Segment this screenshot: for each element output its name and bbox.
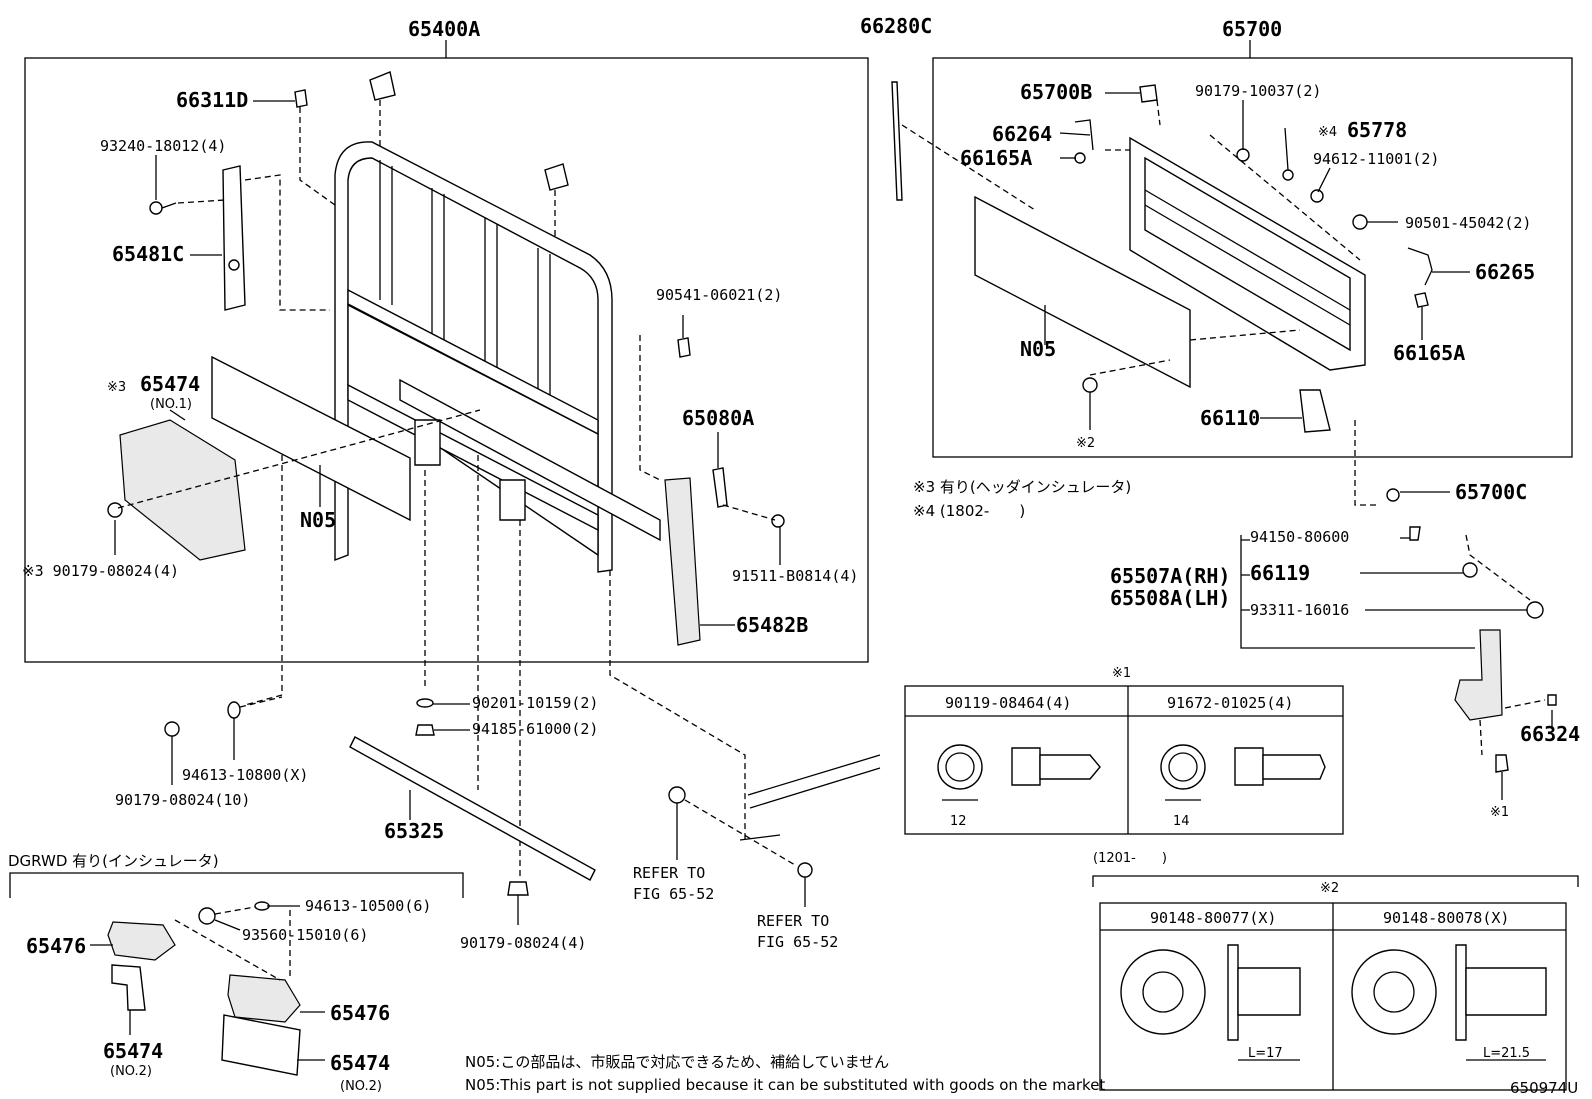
label-65778-mark: ※4 — [1318, 125, 1337, 140]
label-65474-no2-right-sub: (NO.2) — [340, 1079, 382, 1094]
label-note2-mark: ※2 — [1076, 436, 1095, 451]
label-94150-80600[interactable]: 94150-80600 — [1250, 528, 1349, 546]
label-65325[interactable]: 65325 — [384, 819, 444, 843]
table-1-mark: ※1 — [1112, 666, 1131, 681]
label-65474-no1-mark: ※3 — [107, 380, 126, 395]
label-90541-06021[interactable]: 90541-06021(2) — [656, 286, 782, 304]
label-94613-10800[interactable]: 94613-10800(X) — [182, 766, 308, 784]
table-2-col2[interactable]: 90148-80078(X) — [1383, 909, 1509, 927]
group-label-65400A[interactable]: 65400A — [408, 17, 480, 41]
n05-note-jp: N05:この部品は、市販品で対応できるため、補給していません — [465, 1053, 889, 1071]
refer-2-line2[interactable]: FIG 65-52 — [757, 933, 838, 951]
table-2: (1201- ) ※2 90148-80077(X) 90148-80078(X… — [1092, 851, 1579, 1091]
label-n05-left[interactable]: N05 — [300, 508, 336, 532]
label-94185-61000[interactable]: 94185-61000(2) — [472, 720, 598, 738]
hinge-assembly — [1409, 526, 1557, 773]
label-65474-no1-sub: (NO.1) — [150, 397, 192, 412]
cab-guard-drawing — [107, 71, 785, 646]
label-65482B[interactable]: 65482B — [736, 613, 808, 637]
label-66165A-bottom[interactable]: 66165A — [1393, 341, 1465, 365]
refer-2-line1[interactable]: REFER TO — [757, 912, 829, 930]
label-94612-11001[interactable]: 94612-11001(2) — [1313, 150, 1439, 168]
label-90179-08024-4a[interactable]: ※3 90179-08024(4) — [22, 562, 179, 580]
label-65476-right[interactable]: 65476 — [330, 1001, 390, 1025]
dgrwd-section: DGRWD 有り(インシュレータ) — [8, 852, 464, 1076]
footnote-4: ※4 (1802- ) — [913, 502, 1025, 520]
group-label-66280C[interactable]: 66280C — [860, 14, 932, 38]
label-note1-mark: ※1 — [1490, 805, 1509, 820]
leader-lines — [90, 92, 1553, 1061]
lower-parts — [164, 698, 881, 896]
label-66165A-top[interactable]: 66165A — [960, 146, 1032, 170]
table-2-col1[interactable]: 90148-80077(X) — [1150, 909, 1276, 927]
label-65700C[interactable]: 65700C — [1455, 480, 1527, 504]
table-1-dim1: 12 — [950, 814, 967, 829]
table-2-len1: L=17 — [1248, 1046, 1283, 1061]
dgrwd-title: DGRWD 有り(インシュレータ) — [8, 852, 219, 870]
label-65778[interactable]: 65778 — [1347, 118, 1407, 142]
label-90179-10037[interactable]: 90179-10037(2) — [1195, 82, 1321, 100]
refer-1-line2[interactable]: FIG 65-52 — [633, 885, 714, 903]
label-65474-no1[interactable]: 65474 — [140, 372, 200, 396]
refer-1-line1[interactable]: REFER TO — [633, 864, 705, 882]
label-90501-45042[interactable]: 90501-45042(2) — [1405, 214, 1531, 232]
label-65474-no2-left[interactable]: 65474 — [103, 1039, 163, 1063]
label-93240-18012[interactable]: 93240-18012(4) — [100, 137, 226, 155]
label-66311D[interactable]: 66311D — [176, 88, 248, 112]
diagram-code: 650974U — [1510, 1079, 1578, 1097]
label-65474-no2-left-sub: (NO.2) — [110, 1064, 152, 1079]
table-1: ※1 90119-08464(4) 91672-01025(4) 12 14 — [904, 666, 1344, 835]
label-65476-left[interactable]: 65476 — [26, 934, 86, 958]
label-66110[interactable]: 66110 — [1200, 406, 1260, 430]
label-65481C[interactable]: 65481C — [112, 242, 184, 266]
label-65080A[interactable]: 65080A — [682, 406, 754, 430]
label-65700B[interactable]: 65700B — [1020, 80, 1092, 104]
label-65507A[interactable]: 65507A(RH) — [1110, 564, 1230, 588]
label-91511-b0814[interactable]: 91511-B0814(4) — [732, 567, 858, 585]
table-1-dim2: 14 — [1173, 814, 1190, 829]
label-65508A[interactable]: 65508A(LH) — [1110, 586, 1230, 610]
label-90179-08024-10[interactable]: 90179-08024(10) — [115, 791, 250, 809]
footnote-3: ※3 有り(ヘッダインシュレータ) — [913, 478, 1131, 496]
table-2-range: (1201- ) — [1093, 851, 1167, 866]
label-93560-15010[interactable]: 93560-15010(6) — [242, 926, 368, 944]
table-2-len2: L=21.5 — [1483, 1046, 1530, 1061]
label-66119[interactable]: 66119 — [1250, 561, 1310, 585]
group-label-65700[interactable]: 65700 — [1222, 17, 1282, 41]
table-1-col2[interactable]: 91672-01025(4) — [1167, 694, 1293, 712]
label-66265[interactable]: 66265 — [1475, 260, 1535, 284]
label-93311-16016[interactable]: 93311-16016 — [1250, 601, 1349, 619]
label-65474-no2-right[interactable]: 65474 — [330, 1051, 390, 1075]
label-66264[interactable]: 66264 — [992, 122, 1052, 146]
label-n05-right[interactable]: N05 — [1020, 337, 1056, 361]
n05-note-en: N05:This part is not supplied because it… — [465, 1076, 1105, 1094]
table-2-mark: ※2 — [1320, 881, 1339, 896]
label-94613-10500[interactable]: 94613-10500(6) — [305, 897, 431, 915]
tailgate-frame — [932, 57, 1573, 458]
label-90179-08024-4b[interactable]: 90179-08024(4) — [460, 934, 586, 952]
label-90201-10159[interactable]: 90201-10159(2) — [472, 694, 598, 712]
chain-drawing — [891, 81, 903, 201]
table-1-col1[interactable]: 90119-08464(4) — [945, 694, 1071, 712]
tailgate-drawing — [974, 84, 1433, 502]
label-66324[interactable]: 66324 — [1520, 722, 1580, 746]
